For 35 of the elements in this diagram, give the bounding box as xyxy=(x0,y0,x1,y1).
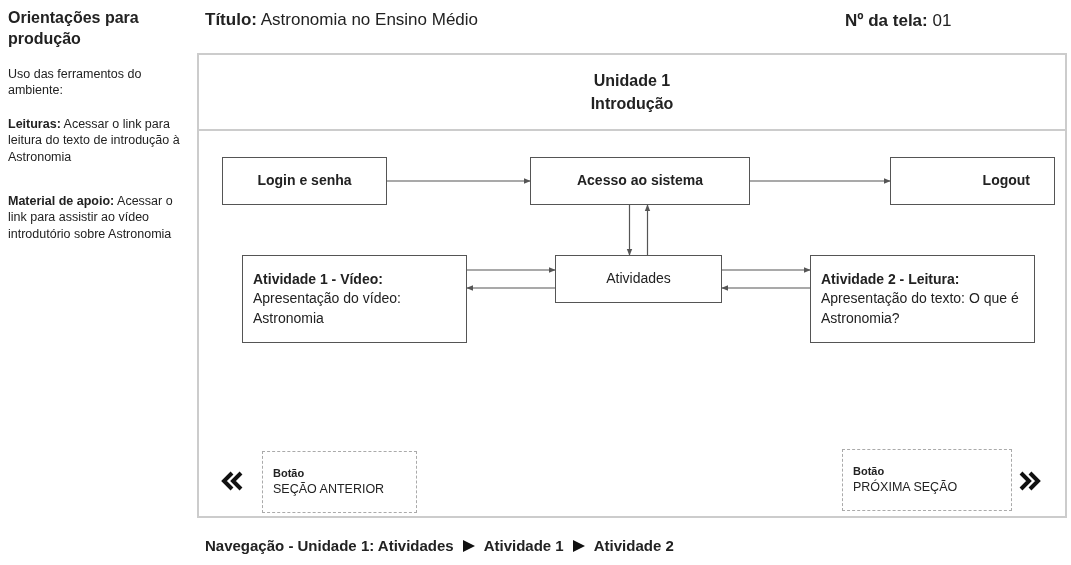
process-box xyxy=(555,255,722,303)
arrow xyxy=(721,285,811,291)
note-text: Leituras: Acessar o link para leitura do texto de introdução à Astronomia xyxy=(8,116,180,165)
screen-frame xyxy=(197,53,1067,518)
box-text: Logout xyxy=(982,171,1030,191)
breadcrumb-item: Atividade 2 xyxy=(593,537,674,554)
panel-heading: Orientações para produção xyxy=(8,8,140,49)
note-text: Material de apoio: Acessar o link para assistir ao vídeo introdutório sobre Astronomia xyxy=(8,193,174,242)
box-text: Apresentação do vídeo: Astronomia xyxy=(253,289,402,328)
section-heading: Unidade 1 Introdução xyxy=(589,70,675,114)
breadcrumb-item: Atividade 1 xyxy=(483,537,564,554)
placeholder-button: Botão SEÇÃO ANTERIOR xyxy=(262,451,417,513)
box-text: Atividades xyxy=(606,269,671,289)
note-text: Uso das ferramentos do ambiente: xyxy=(8,66,143,99)
process-box xyxy=(810,255,1035,343)
process-box xyxy=(242,255,467,343)
arrow xyxy=(466,267,556,273)
box-text: Apresentação do texto: O que é Astronomia? xyxy=(821,289,1020,328)
box-text: Login e senha xyxy=(257,171,352,191)
arrow xyxy=(386,178,531,184)
process-box xyxy=(530,157,750,205)
arrow xyxy=(644,204,651,256)
screen-title: Título: Astronomia no Ensino Médio xyxy=(205,10,479,30)
process-box xyxy=(890,157,1055,205)
box-heading: Atividade 1 - Vídeo: xyxy=(253,269,383,289)
arrow xyxy=(749,178,891,184)
box-text: Acesso ao sistema xyxy=(576,171,704,191)
arrow xyxy=(466,285,556,291)
arrow xyxy=(626,204,633,256)
arrow xyxy=(721,267,811,273)
process-box xyxy=(222,157,387,205)
box-heading: Atividade 2 - Leitura: xyxy=(821,269,960,289)
screen-number: Nº da tela: 01 xyxy=(845,10,953,32)
placeholder-button: Botão PRÓXIMA SEÇÃO xyxy=(842,449,1012,511)
breadcrumb-item: Navegação - Unidade 1: Atividades xyxy=(205,537,454,554)
